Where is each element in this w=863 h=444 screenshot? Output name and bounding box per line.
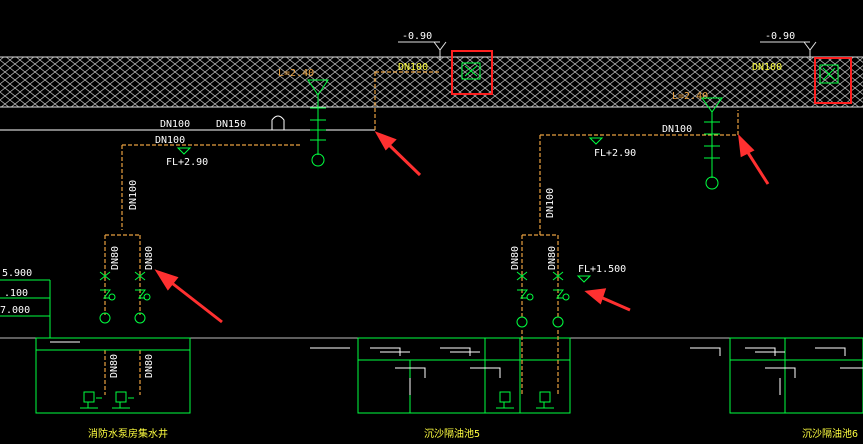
valve-group-middle bbox=[496, 271, 570, 409]
bottom-label-middle: 沉沙隔油池5 bbox=[424, 427, 480, 440]
fl-tank-marker bbox=[576, 275, 592, 283]
label-dn150: DN150 bbox=[216, 119, 246, 130]
level-mark-left: -0.90 bbox=[398, 31, 447, 60]
pump-stack-right bbox=[701, 97, 723, 190]
elevation-table bbox=[0, 279, 51, 338]
pipe-bend-loop bbox=[271, 115, 285, 130]
hatch-label-small-2: L=2.40 bbox=[672, 91, 708, 102]
label-dn80-l3: DN80 bbox=[109, 354, 120, 378]
pipe-system-left bbox=[104, 71, 440, 395]
level-mark-right-text: -0.90 bbox=[765, 31, 795, 42]
hatch-label-dn100-1: DN100 bbox=[398, 62, 428, 73]
bottom-label-right: 沉沙隔油池6 bbox=[802, 427, 858, 440]
label-dn80-l1: DN80 bbox=[110, 246, 121, 270]
valve-group-left bbox=[80, 271, 151, 409]
label-dn100-vert-left: DN100 bbox=[128, 180, 139, 210]
label-dn80-l2: DN80 bbox=[144, 246, 155, 270]
fitting-in-hatch-left bbox=[461, 62, 481, 80]
sump-pit-left bbox=[35, 337, 191, 414]
label-dn80-l4: DN80 bbox=[144, 354, 155, 378]
label-dn100-b: DN100 bbox=[155, 135, 185, 146]
hatch-label-small-1: L=2.40 bbox=[278, 68, 314, 79]
label-fl-left: FL+2.90 bbox=[166, 157, 208, 168]
label-dn100-vert-right: DN100 bbox=[545, 188, 556, 218]
pipe-system-middle bbox=[521, 110, 739, 395]
tank-middle bbox=[357, 337, 571, 414]
annotation-arrows bbox=[154, 131, 770, 324]
label-dn80-r2: DN80 bbox=[547, 246, 558, 270]
tank-right bbox=[729, 337, 863, 414]
highlight-box-right bbox=[814, 57, 852, 104]
elevation-2: .100 bbox=[4, 288, 28, 299]
soil-hatch-band bbox=[0, 57, 863, 107]
fitting-in-hatch-right bbox=[819, 64, 839, 84]
fl-right-marker bbox=[588, 137, 604, 145]
fl-left-marker bbox=[176, 147, 192, 155]
elevation-1: 5.900 bbox=[2, 268, 32, 279]
label-dn100-right-top: DN100 bbox=[662, 124, 692, 135]
tank-middle-fittings bbox=[370, 347, 501, 395]
label-dn100-a: DN100 bbox=[160, 119, 190, 130]
label-dn80-r1: DN80 bbox=[510, 246, 521, 270]
label-fl-tank: FL+1.500 bbox=[578, 264, 626, 275]
highlight-box-left bbox=[451, 50, 493, 95]
label-fl-right: FL+2.90 bbox=[594, 148, 636, 159]
bottom-label-left: 消防水泵房集水井 bbox=[88, 427, 168, 440]
elevation-3: 7.000 bbox=[0, 305, 30, 316]
hatch-label-dn100-2: DN100 bbox=[752, 62, 782, 73]
tank-right-fittings bbox=[690, 347, 863, 395]
pump-stack-left bbox=[307, 79, 329, 167]
level-mark-left-text: -0.90 bbox=[402, 31, 432, 42]
level-mark-right: -0.90 bbox=[760, 31, 817, 60]
